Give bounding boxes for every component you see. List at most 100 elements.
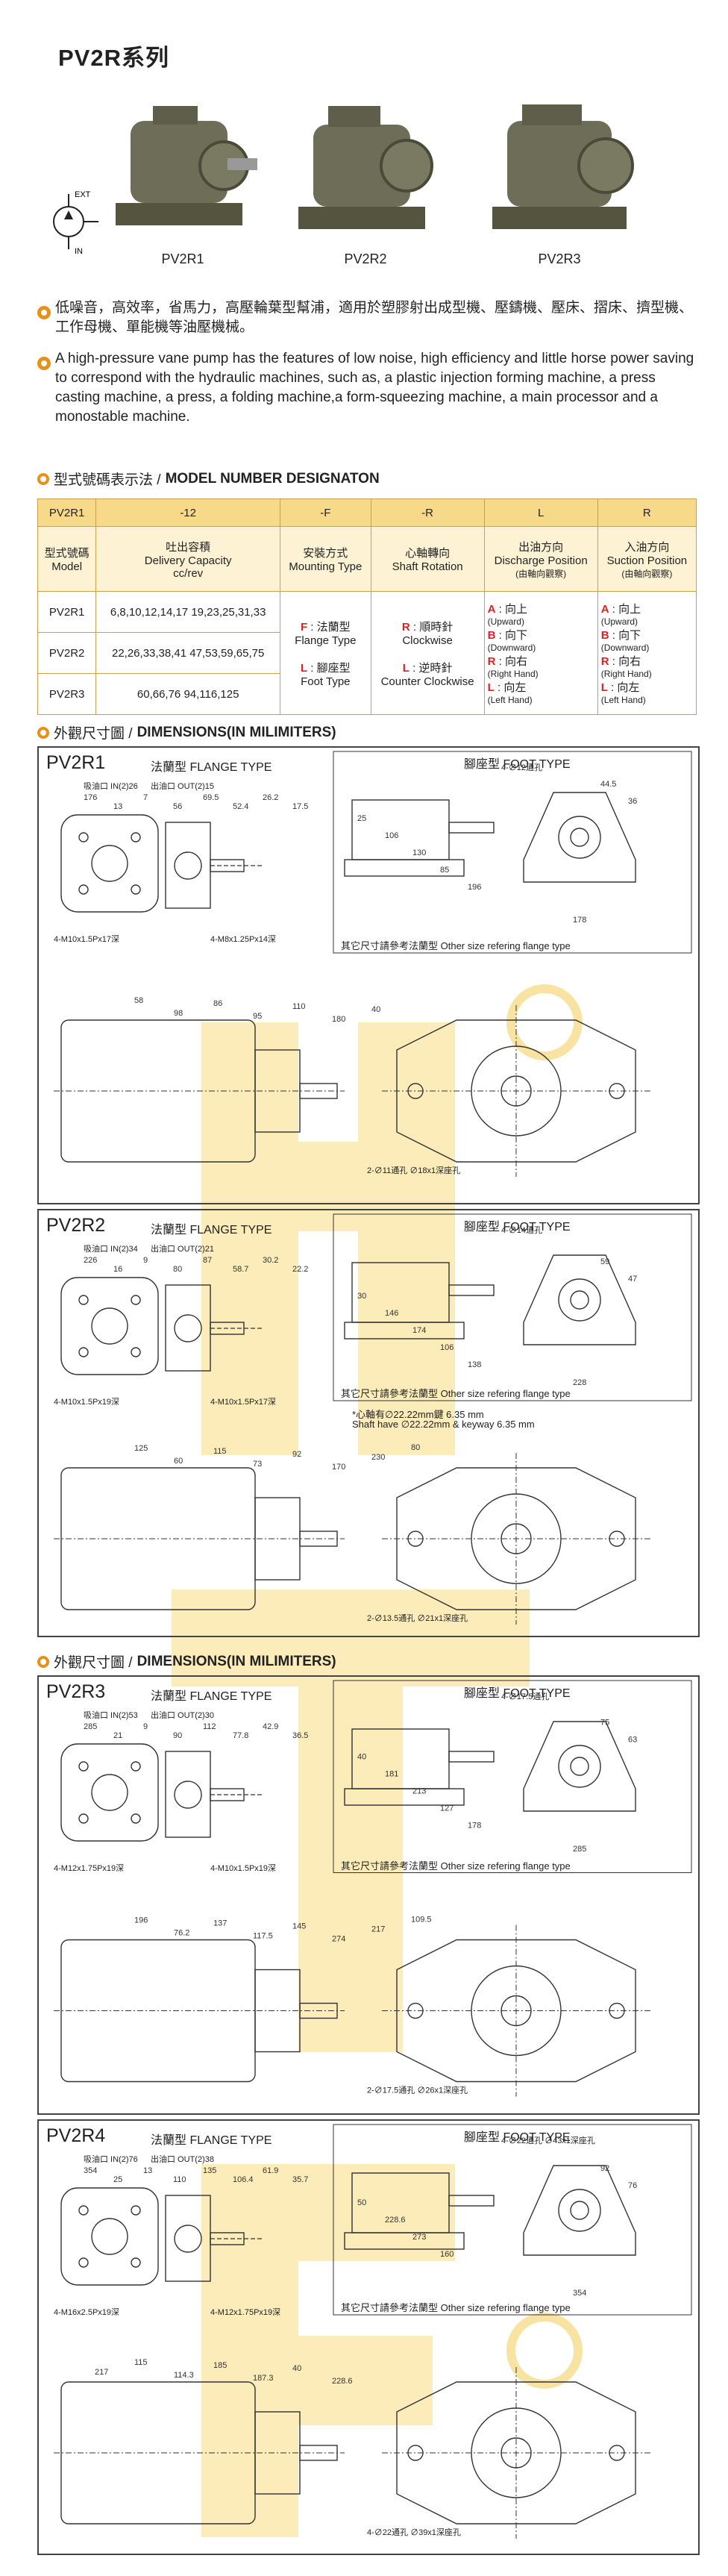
- dimension-value: 58.7: [233, 1265, 248, 1274]
- dimension-value: 274: [332, 1935, 345, 1944]
- dimension-value: 35.7: [292, 2175, 308, 2184]
- foot-type-label: 腳座型 FOOT TYPE: [464, 758, 571, 771]
- dimension-value: 226: [84, 1256, 97, 1265]
- drawing-label: 吸油口 IN(2)26: [84, 781, 138, 791]
- flange-type-label: 法蘭型 FLANGE TYPE: [151, 1690, 272, 1703]
- drawing-label: 吸油口 IN(2)34: [84, 1243, 138, 1254]
- drawing-label: 4-M16x2.5Px19深: [54, 2307, 119, 2317]
- dimension-value: 145: [292, 1922, 306, 1931]
- rotation-cell: R : 順時針 Clockwise L : 逆時針 Counter Clockw…: [370, 591, 485, 715]
- section-dot-icon: [37, 472, 49, 485]
- drawing-note: 其它尺寸請參考法蘭型 Other size refering flange ty…: [341, 1860, 571, 1872]
- drawing-label: 4-M8x1.25Px14深: [210, 934, 276, 944]
- table-cell-model: PV2R1: [37, 591, 97, 633]
- dimension-value: 47: [628, 1275, 637, 1284]
- dimensions-heading: 外觀尺寸圖 / DIMENSIONS(IN MILIMITERS): [37, 722, 336, 743]
- dimension-value: 213: [412, 1787, 426, 1796]
- panel-title: PV2R2: [46, 1215, 106, 1236]
- model-caption: PV2R2: [344, 251, 387, 266]
- dimension-value: 228: [573, 1378, 586, 1387]
- drawing-label: 4-M10x1.5Px17深: [210, 1397, 276, 1407]
- dimension-value: 30: [357, 1292, 366, 1301]
- description-cn: 低噪音，高效率，省馬力，高壓輪葉型幫浦，適用於塑膠射出成型機、壓鑄機、壓床、摺床…: [55, 300, 694, 335]
- drawing-label: 4-∅14通孔: [501, 1225, 542, 1235]
- dimension-value: 196: [134, 1916, 148, 1925]
- table-cell-model: PV2R2: [37, 632, 97, 674]
- bullet-icon: [37, 306, 51, 319]
- dimension-value: 285: [573, 1845, 586, 1854]
- dimension-value: 52.4: [233, 802, 248, 811]
- dimension-value: 109.5: [411, 1916, 432, 1925]
- symbol-label-in: IN: [75, 247, 83, 255]
- dimension-value: 36.5: [292, 1731, 308, 1740]
- flange-type-label: 法蘭型 FLANGE TYPE: [151, 761, 272, 774]
- pump-photo: [283, 91, 448, 251]
- drawing-label: 吸油口 IN(2)53: [84, 1710, 138, 1720]
- dimension-value: 180: [332, 1015, 345, 1024]
- code-cell: PV2R1: [37, 498, 97, 527]
- table-cell-capacity: 22,26,33,38,41 47,53,59,65,75: [95, 632, 281, 674]
- dimension-value: 9: [143, 1722, 148, 1731]
- dimension-value: 60: [174, 1457, 183, 1466]
- drawing-label: 4-M10x1.5Px19深: [210, 1863, 276, 1873]
- description-en: A high-pressure vane pump has the featur…: [55, 351, 694, 425]
- dimension-value: 92: [600, 2164, 609, 2173]
- bullet-icon: [37, 357, 51, 370]
- dimension-value: 138: [468, 1360, 481, 1369]
- pump-photo: [477, 91, 641, 251]
- dimension-value: 90: [173, 1731, 182, 1740]
- dimension-value: 174: [412, 1326, 426, 1335]
- foot-type-label: 腳座型 FOOT TYPE: [464, 1687, 571, 1700]
- dimension-value: 9: [143, 1256, 148, 1265]
- drawing-label: 4-M12x1.75Px19深: [210, 2307, 280, 2317]
- dimension-value: 354: [573, 2289, 586, 2298]
- dimension-value: 22.2: [292, 1265, 308, 1274]
- dimension-value: 106.4: [233, 2175, 254, 2184]
- dimensions-heading: 外觀尺寸圖 / DIMENSIONS(IN MILIMITERS): [37, 1651, 336, 1672]
- dimension-value: 69.5: [203, 793, 219, 802]
- code-cell: R: [597, 498, 697, 527]
- dimension-value: 106: [385, 831, 398, 840]
- dimension-value: 98: [174, 1009, 183, 1018]
- code-cell: -R: [370, 498, 485, 527]
- dimension-value: 110: [292, 1002, 306, 1011]
- drawing-label: 出油口 OUT(2)30: [151, 1710, 214, 1720]
- dimension-value: 25: [357, 814, 366, 823]
- dimension-value: 80: [173, 1265, 182, 1274]
- drawing-label: 4-M12x1.75Px19深: [54, 1863, 124, 1873]
- mounting-cell: F : 法蘭型 Flange Type L : 腳座型 Foot Type: [280, 591, 371, 715]
- dimension-value: 42.9: [263, 1722, 278, 1731]
- dimension-value: 185: [213, 2361, 227, 2370]
- dimension-value: 217: [371, 1925, 385, 1934]
- dimension-value: 7: [143, 793, 148, 802]
- dimension-value: 160: [440, 2250, 454, 2259]
- dimension-value: 125: [134, 1444, 148, 1453]
- page-title: PV2R系列: [58, 45, 169, 71]
- dimension-value: 130: [412, 848, 426, 857]
- dimension-value: 178: [468, 1822, 481, 1831]
- dimension-value: 170: [332, 1463, 345, 1472]
- dimension-value: 196: [468, 883, 481, 892]
- dimension-value: 86: [213, 999, 222, 1008]
- pump-photo: [101, 91, 265, 251]
- dimension-value: 217: [95, 2368, 108, 2377]
- dimension-value: 85: [440, 866, 449, 875]
- dimension-value: 17.5: [292, 802, 308, 811]
- dimension-value: 44.5: [600, 780, 616, 789]
- discharge-cell: A : 向上(Upward) B : 向下(Downward) R : 向右(R…: [483, 591, 598, 715]
- dimension-value: 106: [440, 1343, 454, 1352]
- dimension-value: 36: [628, 797, 637, 806]
- dimension-value: 76: [628, 2181, 637, 2190]
- dimension-value: 354: [84, 2166, 97, 2175]
- drawing-label: 出油口 OUT(2)15: [151, 781, 214, 791]
- dimension-value: 110: [173, 2175, 186, 2184]
- dimension-value: 127: [440, 1804, 454, 1813]
- technical-drawing: 吸油口 IN(2)53 出油口 OUT(2)30 4-M12x1.75Px19深 4-…: [54, 1680, 692, 2097]
- dimension-value: 40: [357, 1753, 366, 1762]
